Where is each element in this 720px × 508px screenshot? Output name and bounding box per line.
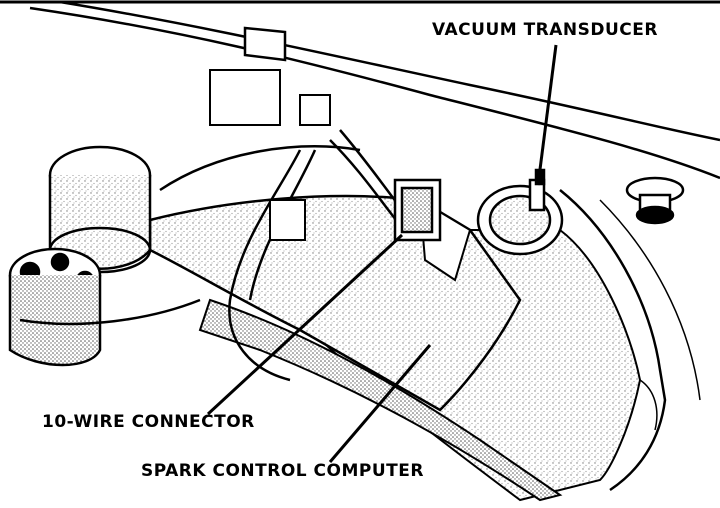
relay-connectors bbox=[209, 69, 331, 241]
vacuum-transducer-label: VACUUM TRANSDUCER bbox=[432, 20, 658, 40]
hood-panel bbox=[0, 0, 720, 180]
ignition-coil bbox=[48, 145, 152, 274]
distributor bbox=[8, 247, 102, 367]
wiring-harness bbox=[19, 129, 411, 382]
spark-control-computer-label: SPARK CONTROL COMPUTER bbox=[141, 461, 424, 481]
ten-wire-connector-part bbox=[393, 178, 442, 242]
hood-bumper bbox=[625, 176, 685, 225]
spark-control-computer-leader bbox=[328, 344, 432, 463]
vacuum-transducer-leader bbox=[536, 44, 558, 186]
ten-wire-connector-label: 10-WIRE CONNECTOR bbox=[42, 412, 255, 432]
vacuum-transducer-part bbox=[476, 168, 564, 256]
leader-lines bbox=[206, 44, 558, 463]
ten-wire-connector-leader bbox=[206, 233, 404, 416]
fender bbox=[559, 189, 701, 492]
